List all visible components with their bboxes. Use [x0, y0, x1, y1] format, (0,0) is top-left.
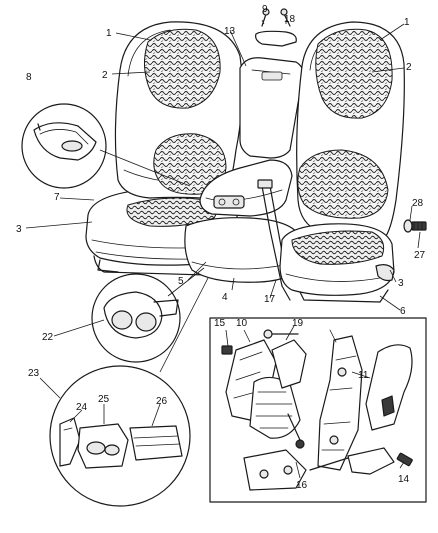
callout-6: 6	[400, 306, 406, 317]
callout-1-left: 1	[106, 28, 112, 39]
detail-circle-23	[49, 277, 209, 507]
detail-circle-22	[91, 267, 205, 363]
callout-14: 14	[398, 474, 410, 485]
callout-26: 26	[156, 396, 168, 407]
callout-3-left: 3	[16, 224, 22, 235]
bushing-28	[403, 219, 413, 233]
screw-18-head	[280, 8, 288, 16]
callout-13: 13	[224, 26, 236, 37]
bolt-27-28	[403, 219, 427, 233]
callout-4: 4	[222, 292, 228, 303]
callout-25: 25	[98, 394, 110, 405]
armrest-latch	[261, 71, 283, 81]
left-seat	[85, 21, 247, 277]
callout-8: 8	[26, 72, 32, 83]
bolt-15	[221, 345, 233, 355]
callout-24: 24	[76, 402, 88, 413]
seat-belt-buckle	[257, 179, 273, 189]
recliner-detail-box	[209, 317, 427, 503]
callout-23: 23	[28, 368, 40, 379]
screw-9-head	[262, 8, 270, 16]
callout-labels: 1 2 1 2 3 3 4 5 6 7 8 9 10 11 13 14 15 1…	[16, 4, 426, 491]
armrest-hinge-cover	[255, 30, 297, 47]
callout-7: 7	[54, 192, 60, 203]
nut	[295, 439, 305, 449]
trim-cover-part-8	[33, 122, 97, 161]
cupholder-slot	[213, 195, 245, 209]
detail-circle-8	[21, 103, 191, 189]
bracket-10	[271, 339, 307, 389]
callout-15: 15	[214, 318, 226, 329]
callout-28: 28	[412, 198, 424, 209]
panel-part-26	[129, 425, 183, 461]
bolt-27	[411, 221, 427, 231]
recliner-handle	[347, 447, 395, 475]
screw-set	[255, 8, 297, 47]
left-back-upper-insert	[144, 28, 221, 109]
right-cushion-insert	[291, 230, 385, 265]
callout-16: 16	[296, 480, 308, 491]
armrest-lid	[239, 57, 304, 159]
right-seat	[279, 21, 405, 303]
recliner-lever	[375, 264, 395, 282]
callout-9: 9	[262, 4, 268, 15]
callout-17: 17	[264, 294, 276, 305]
callout-27: 27	[414, 250, 426, 261]
callout-22: 22	[42, 332, 54, 343]
callout-19: 19	[292, 318, 304, 329]
screw-19	[263, 329, 273, 339]
right-back-lower-insert	[297, 149, 389, 219]
frame-11	[317, 335, 363, 471]
callout-3-right: 3	[398, 278, 404, 289]
callout-18: 18	[284, 14, 296, 25]
center-console	[184, 57, 304, 301]
leader-lines	[25, 19, 421, 479]
side-shield	[365, 344, 413, 431]
seat-belt-strap	[261, 185, 291, 301]
callout-2-left: 2	[102, 70, 108, 81]
callout-2-right: 2	[406, 62, 412, 73]
gear-segment	[249, 376, 301, 439]
callout-11: 11	[358, 370, 369, 381]
hinge-plate-16	[243, 449, 307, 491]
callout-5: 5	[178, 276, 184, 287]
callout-1-right: 1	[404, 17, 410, 28]
callout-10: 10	[236, 318, 248, 329]
bolt-14	[396, 452, 413, 467]
right-back-upper-insert	[315, 28, 393, 119]
